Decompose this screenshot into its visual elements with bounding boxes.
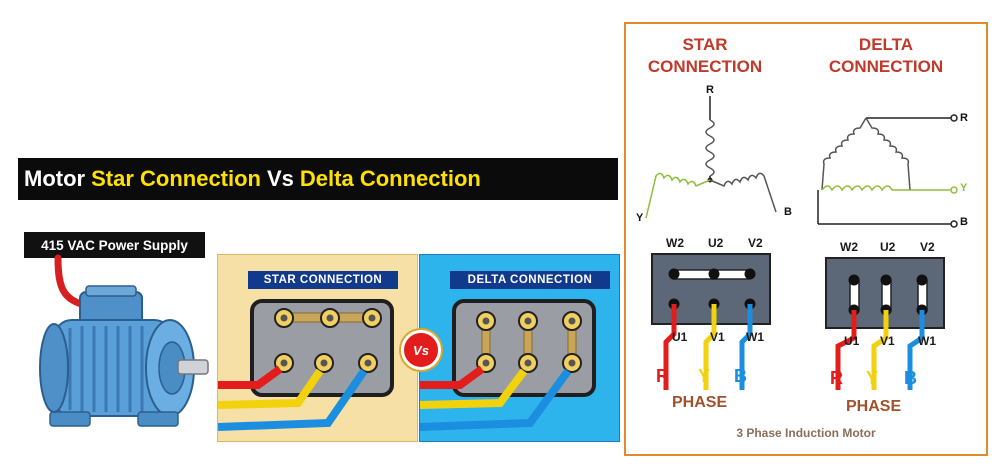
delta-terminal-label-w1: W1 [918,334,936,348]
delta-terminal-label-v2: V2 [920,240,935,254]
title-word-delta: Delta Connection [299,166,481,191]
star-terminal-label-v1: V1 [710,330,725,344]
power-supply-label: 415 VAC Power Supply [24,232,205,258]
star-phase-b: B [734,366,747,386]
star-phase-y: Y [698,366,711,386]
delta-node-y: Y [960,182,968,194]
diagram-caption: 3 Phase Induction Motor [736,426,876,440]
star-node-y: Y [636,212,644,224]
delta-phase-label: PHASE [846,398,902,415]
delta-node-b: B [960,216,968,228]
title-word-star: Star Connection [91,166,261,191]
delta-phase-y: Y [866,368,879,388]
star-terminal-label-w2: W2 [666,236,684,250]
star-phase-r: R [656,366,669,386]
star-connection-panel: STAR CONNECTION [217,254,418,442]
delta-terminal-label-w2: W2 [840,240,858,254]
delta-phase-b: B [904,368,917,388]
star-terminals-top [274,308,382,328]
delta-terminal-label-u2: U2 [880,240,896,254]
star-node-b: B [784,206,792,218]
star-panel-wiring [218,308,382,431]
terminal-blocks [651,253,945,390]
vs-badge: Vs [401,330,441,370]
star-panel-label: STAR CONNECTION [248,271,398,289]
star-phase-label: PHASE [672,394,728,411]
delta-heading: DELTA CONNECTION [828,35,944,76]
star-terminal-label-w1: W1 [746,330,764,344]
delta-panel-label: DELTA CONNECTION [450,271,610,289]
star-terminal-label-u2: U2 [708,236,724,250]
title-word-vs: Vs [267,166,294,191]
induction-motor-diagram: STAR CONNECTION DELTA CONNECTION R Y B R… [624,22,988,456]
star-heading: STAR CONNECTION [647,35,763,76]
title-bar: Motor Star Connection Vs Delta Connectio… [18,158,618,200]
star-terminals-bottom [274,353,378,373]
delta-panel-wiring [420,311,582,431]
delta-phase-r: R [830,368,843,388]
star-node-r: R [706,84,714,96]
star-winding-schematic [645,96,777,219]
delta-node-r: R [960,112,968,124]
delta-winding-schematic [817,114,958,228]
motor-illustration [39,254,209,427]
star-terminal-label-u1: U1 [672,330,688,344]
delta-terminals-top [476,311,582,331]
delta-connection-panel: DELTA CONNECTION [419,254,620,442]
delta-terminals-bottom [476,353,582,373]
title-word-motor: Motor [24,166,86,191]
delta-terminal-label-v1: V1 [880,334,895,348]
delta-terminal-label-u1: U1 [844,334,860,348]
star-terminal-label-v2: V2 [748,236,763,250]
